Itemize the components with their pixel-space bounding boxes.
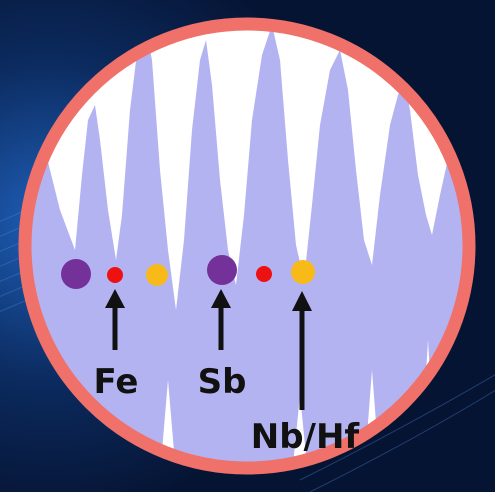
arrow-nbhf bbox=[292, 291, 312, 410]
purple-atom-2 bbox=[207, 255, 237, 285]
red-atom-1 bbox=[107, 267, 123, 283]
arrow-sb bbox=[211, 289, 231, 350]
label-sb: Sb bbox=[198, 362, 247, 402]
label-fe: Fe bbox=[94, 362, 139, 402]
circle-frame bbox=[18, 17, 476, 475]
yellow-atom-2 bbox=[291, 260, 315, 284]
label-nbhf: Nb/Hf bbox=[251, 417, 361, 457]
yellow-atom-1 bbox=[146, 264, 168, 286]
arrow-fe bbox=[105, 289, 125, 350]
purple-atom-1 bbox=[61, 259, 91, 289]
intensity-profile bbox=[27, 26, 467, 466]
red-atom-2 bbox=[256, 266, 272, 282]
